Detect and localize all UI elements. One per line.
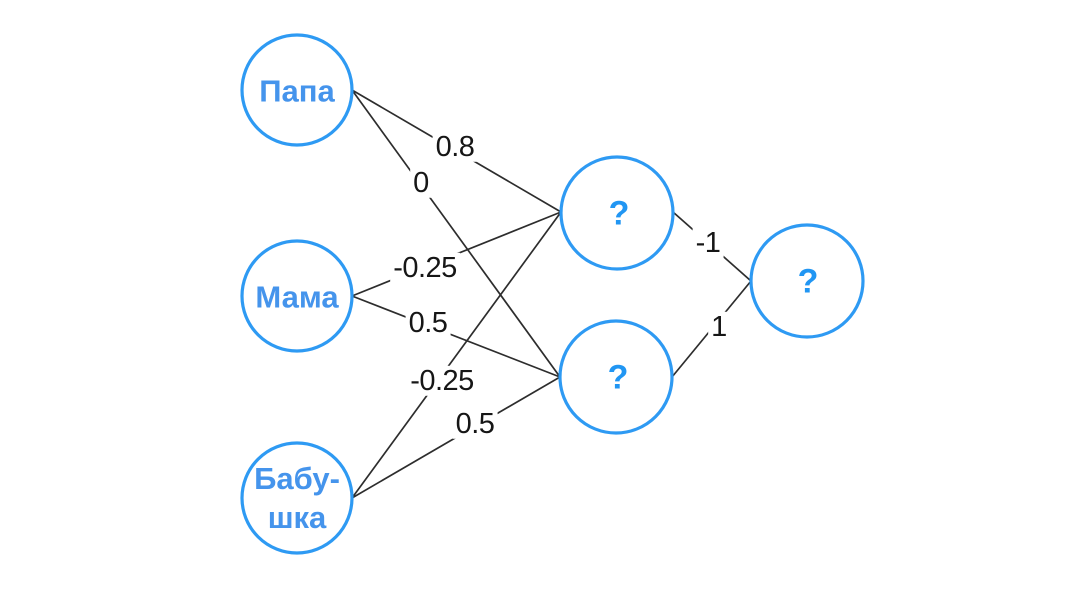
- node-circle-hidden2: [558, 319, 674, 435]
- node-circle-output: [749, 223, 865, 339]
- edge-mama-hidden2: [351, 295, 561, 378]
- node-circle-hidden1: [559, 155, 675, 271]
- weight-label-babushka-hidden2: 0.5: [452, 408, 498, 439]
- node-label-papa: Папа: [259, 73, 335, 109]
- node-circle-mama: [240, 239, 354, 353]
- node-label-babushka: Бабу- шка: [254, 459, 340, 537]
- weight-label-mama-hidden1: -0.25: [390, 252, 460, 283]
- node-label-babushka-line1: Бабу-: [254, 461, 340, 496]
- node-label-hidden2: ?: [607, 358, 629, 397]
- node-label-hidden1: ?: [608, 194, 630, 233]
- edge-papa-hidden2: [351, 89, 561, 378]
- node-label-babushka-line2: шка: [267, 500, 327, 535]
- weight-label-babushka-hidden1: -0.25: [407, 365, 477, 396]
- weight-label-papa-hidden1: 0.8: [432, 131, 478, 162]
- node-label-output: ?: [797, 262, 819, 301]
- weight-label-mama-hidden2: 0.5: [405, 307, 451, 338]
- node-circle-papa: [240, 33, 354, 147]
- weight-label-hidden1-output: -1: [692, 227, 724, 258]
- weight-label-papa-hidden2: 0: [410, 167, 432, 198]
- node-circle-babushka: [240, 441, 354, 555]
- node-label-mama: Мама: [255, 279, 339, 315]
- edge-babushka-hidden1: [351, 211, 562, 499]
- weight-label-hidden2-output: 1: [708, 311, 730, 342]
